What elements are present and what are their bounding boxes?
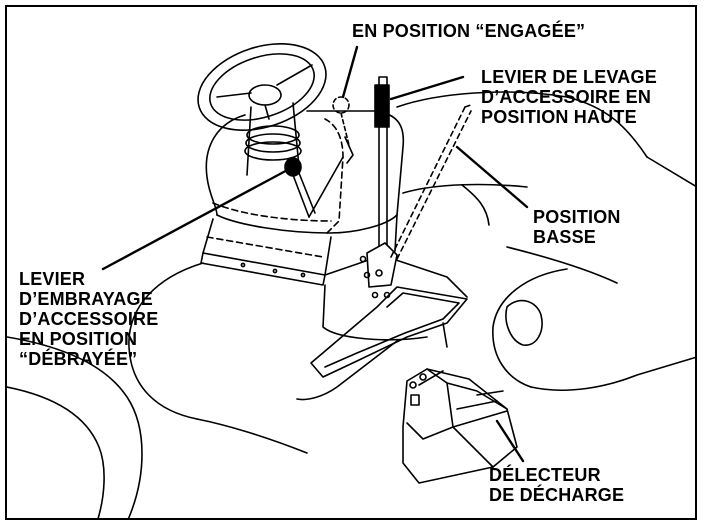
- label-deflector-line1: DÉLECTEUR: [489, 465, 601, 485]
- label-clutch-lever-line2: D’EMBRAYAGE: [19, 289, 153, 309]
- lift-lever-low-ghost: [390, 104, 472, 260]
- label-clutch-lever: LEVIER D’EMBRAYAGE D’ACCESSOIRE EN POSIT…: [19, 269, 158, 369]
- tractor-illustration: [7, 43, 695, 518]
- clutch-lever-engaged-ghost: [332, 96, 350, 146]
- lift-lever: [359, 76, 398, 299]
- label-lift-lever-line2: D’ACCESSOIRE EN: [481, 87, 652, 107]
- leader-deflector: [495, 419, 525, 463]
- figure-frame: EN POSITION “ENGAGÉE” LEVIER DE LEVAGE D…: [5, 5, 697, 520]
- label-engaged-text: EN POSITION “ENGAGÉE”: [352, 21, 586, 41]
- discharge-deflector: [402, 368, 518, 484]
- clutch-lever: [284, 156, 344, 218]
- steering-column: [244, 102, 302, 176]
- label-clutch-lever-line3: D’ACCESSOIRE: [19, 309, 159, 329]
- label-lift-lever-line1: LEVIER DE LEVAGE: [481, 67, 657, 87]
- leader-low-position: [455, 145, 529, 209]
- leader-engaged: [341, 45, 359, 99]
- footrest: [296, 286, 468, 401]
- label-lift-lever-line3: POSITION HAUTE: [481, 107, 637, 127]
- label-low-position-line2: BASSE: [533, 227, 597, 247]
- label-deflector-line2: DE DÉCHARGE: [489, 485, 625, 505]
- label-clutch-lever-line5: “DÉBRAYÉE”: [19, 349, 138, 369]
- label-low-position: POSITION BASSE: [533, 207, 621, 247]
- label-low-position-line1: POSITION: [533, 207, 621, 227]
- leader-lines: [101, 45, 529, 463]
- hood-body: [396, 91, 695, 392]
- lower-body: [7, 256, 468, 518]
- leader-clutch-lever: [101, 165, 295, 271]
- label-clutch-lever-line1: LEVIER: [19, 269, 86, 289]
- label-lift-lever: LEVIER DE LEVAGE D’ACCESSOIRE EN POSITIO…: [481, 67, 657, 127]
- label-engaged-position: EN POSITION “ENGAGÉE”: [352, 21, 585, 41]
- label-deflector: DÉLECTEUR DE DÉCHARGE: [489, 465, 624, 505]
- label-clutch-lever-line4: EN POSITION: [19, 329, 138, 349]
- steering-wheel: [197, 43, 327, 131]
- leader-lift-lever: [389, 75, 465, 101]
